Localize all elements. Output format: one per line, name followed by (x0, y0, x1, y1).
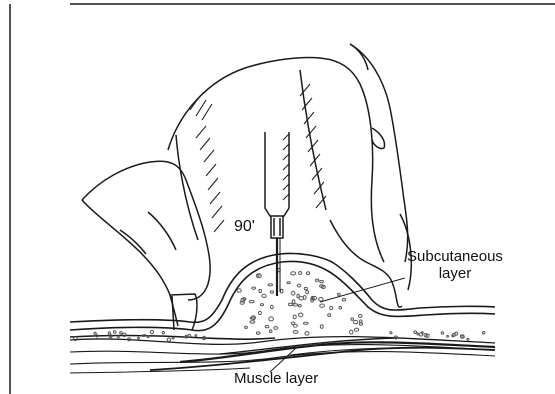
fat-cell (271, 305, 274, 308)
fat-cell (293, 315, 296, 319)
fat-cell (270, 291, 273, 293)
fat-cell (258, 311, 261, 314)
fat-cell (274, 327, 278, 330)
fat-cell (291, 291, 295, 295)
fat-cell (188, 334, 191, 337)
fat-cell (339, 307, 342, 309)
fat-cell (307, 272, 310, 275)
fat-cell (250, 317, 255, 319)
fat-cell (109, 337, 111, 339)
fat-cell (319, 298, 323, 302)
fat-cell (447, 335, 449, 337)
fat-cell (293, 331, 298, 334)
fat-cell (167, 338, 170, 341)
fat-cell (417, 333, 419, 335)
fat-cell (350, 330, 353, 334)
fat-cell (299, 272, 302, 275)
subcutaneous-layer-label: Subcutaneous layer (407, 248, 503, 282)
fat-cell (288, 303, 292, 306)
fat-cell (455, 332, 458, 335)
fat-cell (162, 332, 164, 334)
fat-cell (150, 331, 153, 334)
fat-cell (250, 321, 255, 324)
fat-cell (256, 332, 260, 334)
fat-cell (287, 282, 290, 284)
fat-cell (94, 332, 96, 334)
fat-cell (172, 337, 174, 339)
fat-cell (305, 332, 309, 336)
fat-cell (252, 287, 256, 289)
fat-cell (354, 328, 358, 331)
fat-cell (260, 304, 263, 306)
fat-cell (467, 338, 469, 340)
fat-cell (262, 294, 266, 297)
fat-cell (147, 336, 149, 338)
fat-cell (414, 331, 417, 334)
syringe (265, 132, 289, 238)
fat-cell (195, 335, 197, 337)
fat-cell (113, 331, 116, 334)
subcutaneous-label-line1: Subcutaneous (407, 248, 503, 265)
fat-cell (270, 330, 272, 333)
fat-cell (138, 337, 140, 339)
fat-cell (320, 280, 324, 282)
needle (277, 238, 280, 296)
fat-cell (259, 289, 261, 292)
fat-cell (265, 325, 269, 327)
fat-cell (293, 304, 298, 306)
muscle-layer-label: Muscle layer (234, 370, 318, 387)
fat-cell (359, 323, 362, 326)
fat-cell (293, 324, 297, 327)
fat-cell (118, 336, 120, 338)
fat-cell (298, 305, 301, 307)
fat-cell (330, 306, 333, 309)
fat-cell (304, 287, 307, 289)
fat-cell (306, 290, 309, 294)
fat-cell (351, 318, 354, 320)
fat-cell (328, 314, 331, 317)
fat-cell (304, 322, 309, 324)
fat-cell (120, 332, 122, 334)
fat-cell (291, 272, 296, 275)
fat-cell (483, 332, 485, 334)
fat-cell (108, 332, 110, 334)
muscle-layer (70, 337, 495, 373)
fat-cell (358, 314, 362, 317)
fat-cell (268, 284, 272, 286)
fat-cell (299, 313, 303, 317)
fat-cell (390, 332, 392, 334)
fat-cell (441, 332, 443, 334)
fat-cell (237, 289, 241, 292)
fat-cell (280, 289, 283, 293)
subcutaneous-label-line2: layer (407, 265, 503, 282)
fat-cell (315, 279, 318, 281)
fat-cell (249, 300, 254, 302)
fat-cell (269, 317, 274, 321)
fat-cell (292, 300, 295, 304)
fat-cell (245, 326, 248, 328)
fat-cell (353, 320, 357, 323)
angle-label: 90' (234, 218, 255, 235)
fat-cell (337, 293, 340, 295)
fat-cell (342, 298, 345, 301)
fat-cell (297, 284, 300, 287)
fat-cell (257, 274, 260, 276)
fat-cell (320, 325, 323, 329)
fat-cell (419, 333, 422, 336)
left-hand (82, 161, 210, 330)
fat-cell (320, 304, 325, 307)
